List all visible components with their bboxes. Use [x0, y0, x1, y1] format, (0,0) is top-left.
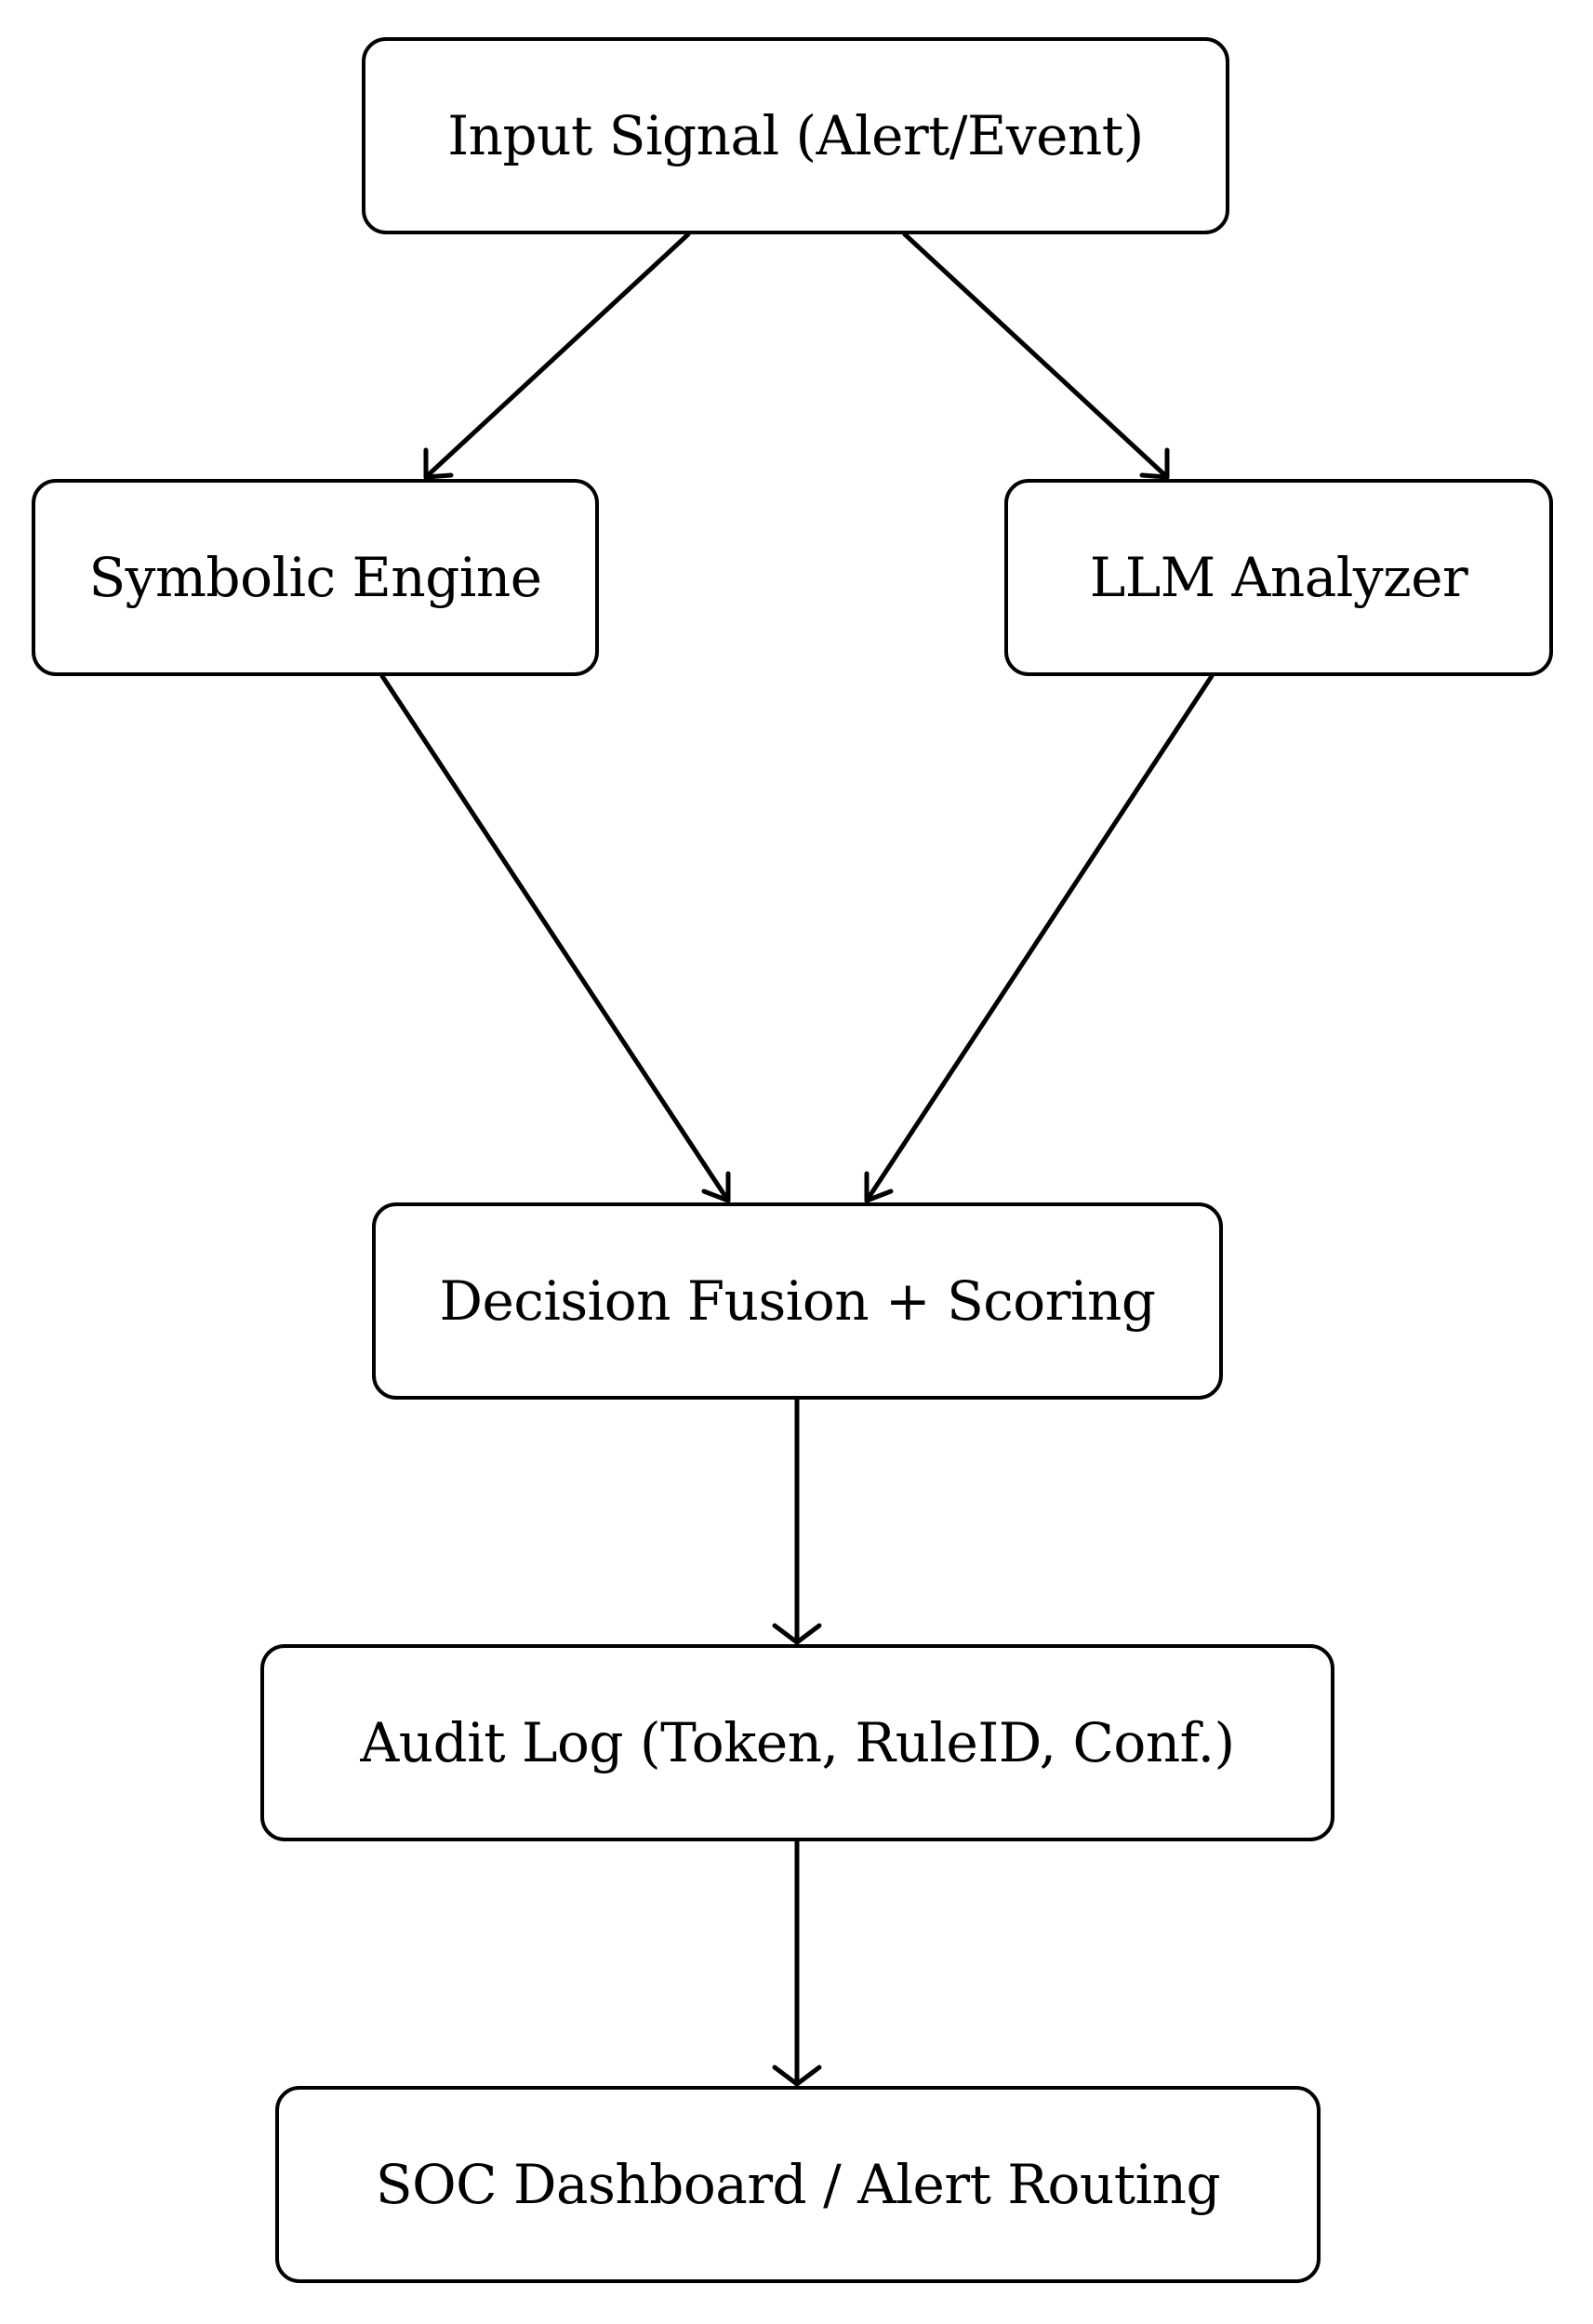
edge-symbolic-to-fusion [379, 673, 731, 1203]
input-signal-node: Input Signal (Alert/Event) [362, 37, 1229, 234]
soc-dashboard-label: SOC Dashboard / Alert Routing [375, 2153, 1221, 2216]
llm-analyzer-node: LLM Analyzer [1004, 479, 1553, 676]
symbolic-engine-node: Symbolic Engine [32, 479, 599, 676]
symbolic-engine-label: Symbolic Engine [88, 546, 542, 609]
edge-input-to-symbolic [423, 232, 691, 480]
audit-log-node: Audit Log (Token, RuleID, Conf.) [260, 1644, 1334, 1841]
edge-input-to-llm [902, 232, 1170, 480]
soc-dashboard-node: SOC Dashboard / Alert Routing [275, 2086, 1321, 2283]
decision-fusion-node: Decision Fusion + Scoring [372, 1202, 1223, 1400]
llm-analyzer-label: LLM Analyzer [1089, 546, 1468, 609]
audit-log-label: Audit Log (Token, RuleID, Conf.) [360, 1711, 1235, 1774]
input-signal-label: Input Signal (Alert/Event) [447, 104, 1144, 167]
decision-fusion-label: Decision Fusion + Scoring [439, 1269, 1156, 1333]
edge-fusion-to-audit [772, 1397, 822, 1645]
edge-audit-to-soc [772, 1839, 822, 2087]
edge-llm-to-fusion [864, 673, 1215, 1203]
